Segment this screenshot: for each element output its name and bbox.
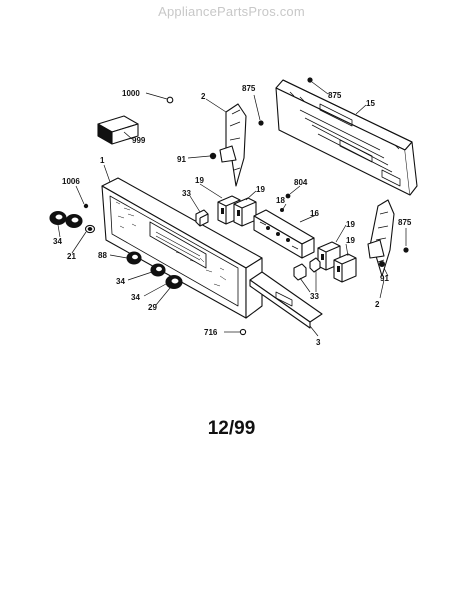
label-1000: 1000 xyxy=(122,89,140,98)
label-875-right: 875 xyxy=(398,218,412,227)
screw-1006 xyxy=(83,203,89,209)
left-end-bracket xyxy=(219,103,247,187)
label-804: 804 xyxy=(294,178,308,187)
knob-88 xyxy=(126,251,142,265)
screw-875-top xyxy=(307,77,313,83)
label-2-left: 2 xyxy=(201,92,206,101)
label-15: 15 xyxy=(366,99,375,108)
label-2-right: 2 xyxy=(375,300,380,309)
knob-29 xyxy=(165,274,183,290)
lower-trim-strip xyxy=(249,271,323,329)
clip-33-left xyxy=(195,209,209,227)
switch-19-b xyxy=(233,197,257,227)
label-19-d: 19 xyxy=(346,236,355,245)
part-999-block xyxy=(97,115,139,145)
clip-91-right xyxy=(379,261,385,267)
knob-34-lower xyxy=(65,213,83,229)
screw-875-right xyxy=(403,247,409,253)
leader-lines xyxy=(57,81,407,337)
label-19-a: 19 xyxy=(195,176,204,185)
part-labels: 1000 999 875 875 875 15 2 2 91 91 1 1006… xyxy=(53,84,412,347)
date-code: 12/99 xyxy=(207,418,256,439)
label-34-lower: 34 xyxy=(131,293,140,302)
label-1: 1 xyxy=(100,156,105,165)
knob-21 xyxy=(84,224,96,234)
label-875-top: 875 xyxy=(328,91,342,100)
label-16: 16 xyxy=(310,209,319,218)
clip-91-left xyxy=(209,152,217,160)
label-3: 3 xyxy=(316,338,321,347)
screw-1000 xyxy=(166,96,174,104)
control-panel xyxy=(101,177,263,319)
label-19-b: 19 xyxy=(256,185,265,194)
knob-34-mid xyxy=(150,263,166,277)
label-21: 21 xyxy=(67,252,76,261)
label-34-mid: 34 xyxy=(116,277,125,286)
label-33-left: 33 xyxy=(182,189,191,198)
label-88: 88 xyxy=(98,251,107,260)
clip-33-right-b xyxy=(309,257,321,273)
label-999: 999 xyxy=(132,136,146,145)
label-875-left: 875 xyxy=(242,84,256,93)
label-19-c: 19 xyxy=(346,220,355,229)
label-33-right: 33 xyxy=(310,292,319,301)
label-18: 18 xyxy=(276,196,285,205)
label-34-upper: 34 xyxy=(53,237,62,246)
label-716: 716 xyxy=(204,328,218,337)
label-91-left: 91 xyxy=(177,155,186,164)
screw-804 xyxy=(285,193,291,199)
knob-34-upper xyxy=(49,210,67,226)
site-watermark: AppliancePartsPros.com xyxy=(158,4,305,19)
clip-33-right-a xyxy=(293,263,307,281)
rear-panel xyxy=(275,79,418,196)
screw-875-left xyxy=(258,120,264,126)
clock-control-board xyxy=(253,209,315,259)
right-end-bracket xyxy=(367,199,395,277)
label-91-right: 91 xyxy=(380,274,389,283)
screw-716 xyxy=(239,328,247,336)
switch-19-d xyxy=(333,253,357,283)
label-29: 29 xyxy=(148,303,157,312)
label-1006: 1006 xyxy=(62,177,80,186)
